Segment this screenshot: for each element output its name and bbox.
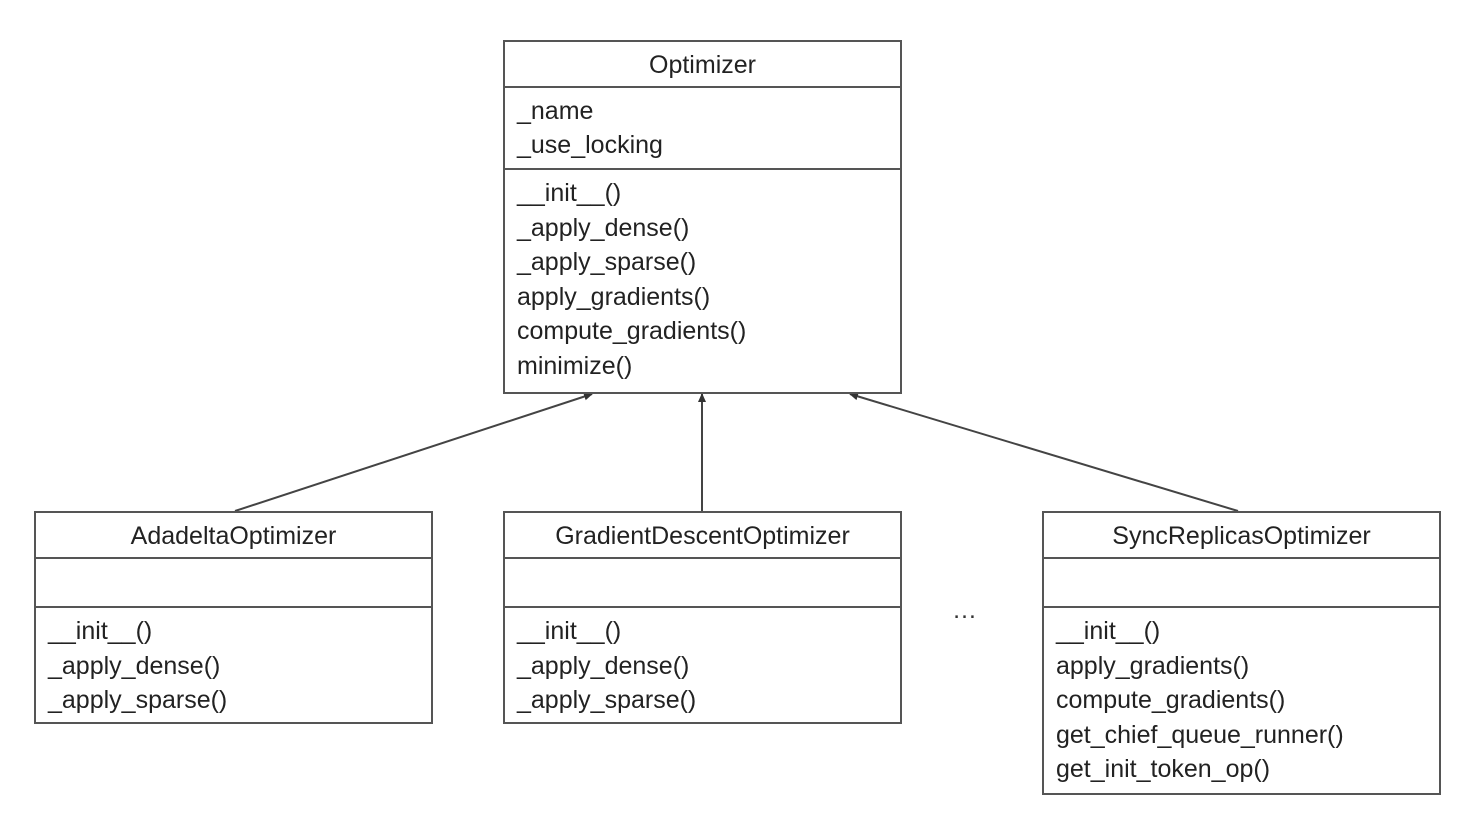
more-classes-ellipsis: … — [952, 596, 979, 624]
sync-replicas-operation: get_chief_queue_runner() — [1056, 720, 1344, 749]
sync-replicas-operations: __init__() apply_gradients() compute_gra… — [1044, 608, 1439, 791]
optimizer-operation: compute_gradients() — [517, 317, 747, 345]
sync-replicas-attributes — [1044, 559, 1439, 608]
optimizer-operation: _apply_sparse() — [517, 248, 697, 276]
sync-replicas-inheritance-arrow — [849, 392, 1239, 512]
gradient-descent-operation: _apply_sparse() — [517, 686, 697, 714]
adadelta-operation: _apply_sparse() — [48, 686, 228, 714]
adadelta-optimizer-class: AdadeltaOptimizer __init__() _apply_dens… — [34, 511, 433, 724]
adadelta-operation: __init__() — [48, 617, 153, 645]
adadelta-class-name: AdadeltaOptimizer — [36, 513, 431, 559]
adadelta-operations: __init__() _apply_dense() _apply_sparse(… — [36, 608, 431, 722]
gradient-descent-attributes — [505, 559, 900, 608]
optimizer-attribute: _name — [517, 97, 594, 125]
gradient-descent-operation: __init__() — [517, 617, 622, 645]
optimizer-operation: apply_gradients() — [517, 282, 711, 311]
sync-replicas-optimizer-class: SyncReplicasOptimizer __init__() apply_g… — [1042, 511, 1441, 795]
adadelta-inheritance-arrow — [234, 392, 593, 512]
optimizer-operations: __init__() _apply_dense() _apply_sparse(… — [505, 170, 900, 387]
optimizer-operation: minimize() — [517, 351, 633, 380]
sync-replicas-operation: __init__() — [1056, 617, 1161, 645]
sync-replicas-operation: get_init_token_op() — [1056, 755, 1271, 783]
gradient-descent-operation: _apply_dense() — [517, 651, 690, 680]
adadelta-operation: _apply_dense() — [48, 651, 221, 680]
gradient-descent-optimizer-class: GradientDescentOptimizer __init__() _app… — [503, 511, 902, 724]
sync-replicas-class-name: SyncReplicasOptimizer — [1044, 513, 1439, 559]
optimizer-attribute: _use_locking — [517, 131, 663, 159]
optimizer-operation: _apply_dense() — [517, 213, 690, 242]
gradient-descent-operations: __init__() _apply_dense() _apply_sparse(… — [505, 608, 900, 722]
adadelta-attributes — [36, 559, 431, 608]
gradient-descent-class-name: GradientDescentOptimizer — [505, 513, 900, 559]
optimizer-attributes: _name _use_locking — [505, 88, 900, 170]
optimizer-class: Optimizer _name _use_locking __init__() … — [503, 40, 902, 394]
sync-replicas-operation: apply_gradients() — [1056, 651, 1250, 680]
optimizer-operation: __init__() — [517, 179, 622, 207]
optimizer-class-name: Optimizer — [505, 42, 900, 88]
sync-replicas-operation: compute_gradients() — [1056, 686, 1286, 714]
